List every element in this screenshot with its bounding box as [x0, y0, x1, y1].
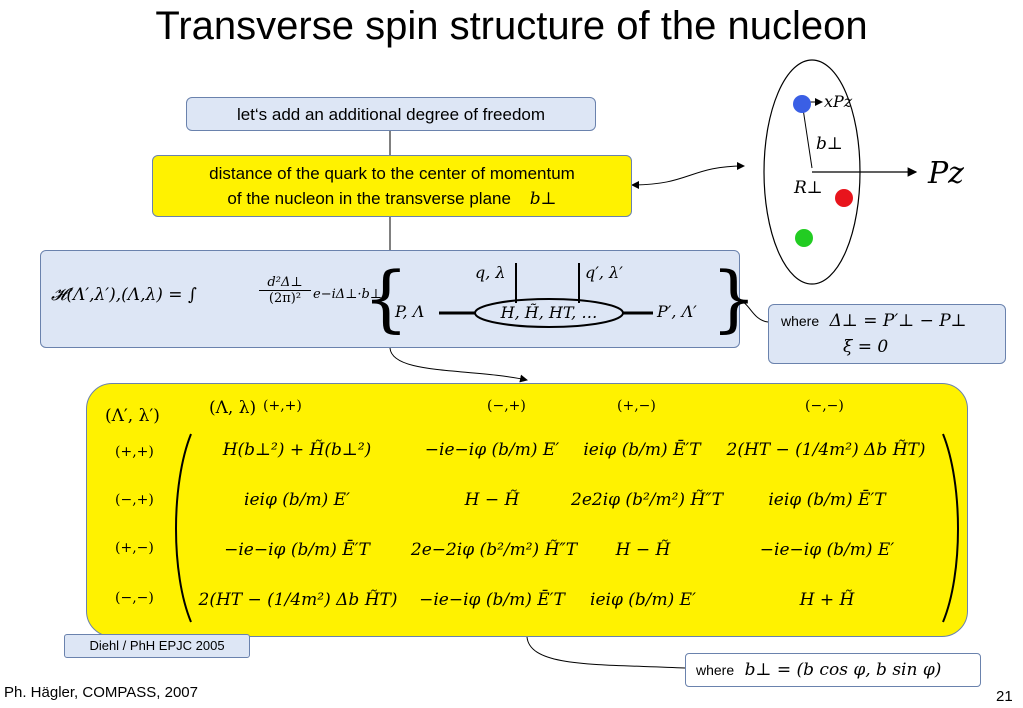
col-header: (+,−) [617, 398, 656, 414]
matrix-cell: ieiφ (b/m) E′ [590, 590, 696, 610]
matrix-cell: ieiφ (b/m) E′ [244, 490, 350, 510]
label-bperp: b⊥ [816, 134, 843, 154]
distance-box: distance of the quark to the center of m… [152, 155, 632, 217]
diagram-p-out: P′, Λ′ [657, 302, 697, 321]
matrix-cell: −ie−iφ (b/m) Ē′T [224, 540, 370, 560]
distance-line1: distance of the quark to the center of m… [209, 164, 575, 183]
matrix-corner-col-label: (Λ, λ) [209, 398, 257, 418]
degree-of-freedom-text: let‘s add an additional degree of freedo… [236, 105, 546, 124]
matrix-cell: ieiφ (b/m) Ē′T [768, 490, 886, 510]
matrix-cell: H − H̃ [464, 490, 520, 510]
quark-blue-icon [793, 95, 811, 113]
left-brace: { [363, 256, 409, 340]
matrix-cell: H − H̃ [615, 540, 671, 560]
matrix-parens [175, 433, 959, 623]
matrix-cell: H(b⊥²) + H̃(b⊥²) [222, 440, 372, 460]
diagram-lines [439, 263, 653, 328]
quark-red-icon [835, 189, 853, 207]
matrix-cell: 2e2iφ (b²/m²) H̃″T [571, 490, 723, 510]
degree-of-freedom-box: let‘s add an additional degree of freedo… [186, 97, 596, 131]
author-footer: Ph. Hägler, COMPASS, 2007 [4, 684, 198, 701]
quark-green-icon [795, 229, 813, 247]
hamiltonian-frac-num: d²Δ⊥ [259, 275, 311, 291]
matrix-cell: 2e−2iφ (b²/m²) H̃″T [410, 540, 578, 560]
hamiltonian-exp: e−iΔ⊥·b⊥ [313, 287, 383, 302]
right-brace: } [711, 256, 757, 340]
matrix-cell: 2(HT − (1/4m²) Δb H̃T) [198, 590, 398, 610]
citation-text: Diehl / PhH EPJC 2005 [89, 638, 225, 653]
distance-symbol: b⊥ [529, 189, 557, 209]
hamiltonian-lhs: 𝓗(Λ′,λ′),(Λ,λ) = ∫ [51, 285, 197, 305]
matrix-corner-label: (Λ′, λ′) [105, 406, 160, 426]
where-xi-eq: ξ = 0 [843, 337, 889, 357]
row-header: (−,+) [115, 492, 154, 508]
row-header: (+,−) [115, 540, 154, 556]
col-header: (−,−) [805, 398, 844, 414]
diagram-q-out: q′, λ′ [585, 263, 623, 282]
hamiltonian-frac-den: (2π)² [268, 291, 302, 306]
matrix-cell: ieiφ (b/m) Ē′T [583, 440, 701, 460]
col-header: (−,+) [487, 398, 526, 414]
matrix-box: (Λ′, λ′) (Λ, λ) (+,+) (−,+) (+,−) (−,−) … [86, 383, 968, 637]
matrix-cell: 2(HT − (1/4m²) Δb H̃T) [726, 440, 926, 460]
where-b-box: where b⊥ = (b cos φ, b sin φ) [685, 653, 981, 687]
matrix-cell: H + H̃ [799, 590, 855, 610]
where-delta-box: where Δ⊥ = P′⊥ − P⊥ ξ = 0 [768, 304, 1006, 364]
diagram-p-in: P, Λ [395, 302, 425, 321]
matrix-cell: −ie−iφ (b/m) Ē′T [419, 590, 565, 610]
row-header: (−,−) [115, 590, 154, 606]
row-header: (+,+) [115, 444, 154, 460]
label-xpz: xPz [824, 92, 853, 111]
where-b-label: where [696, 662, 735, 678]
diagram-q-in: q, λ [475, 263, 506, 282]
page-number: 21 [996, 688, 1013, 705]
label-pz: Pz [928, 156, 964, 191]
matrix-cell: −ie−iφ (b/m) E′ [424, 440, 560, 460]
matrix-cell: −ie−iφ (b/m) E′ [759, 540, 895, 560]
slide-title: Transverse spin structure of the nucleon [155, 4, 868, 48]
distance-line2: of the nucleon in the transverse plane [227, 189, 511, 208]
where-delta-eq: Δ⊥ = P′⊥ − P⊥ [829, 311, 967, 331]
label-rperp: R⊥ [794, 178, 823, 198]
nucleon-svg [763, 59, 918, 285]
hamiltonian-box: 𝓗(Λ′,λ′),(Λ,λ) = ∫ d²Δ⊥ (2π)² e−iΔ⊥·b⊥ {… [40, 250, 757, 348]
where-delta-label: where [781, 313, 820, 329]
citation-box: Diehl / PhH EPJC 2005 [64, 634, 250, 658]
nucleon-diagram: xPz b⊥ R⊥ Pz [760, 58, 1000, 288]
col-header: (+,+) [263, 398, 302, 414]
diagram-blob-label: H, H̃, HT, … [500, 303, 598, 322]
where-b-eq: b⊥ = (b cos φ, b sin φ) [744, 660, 942, 680]
